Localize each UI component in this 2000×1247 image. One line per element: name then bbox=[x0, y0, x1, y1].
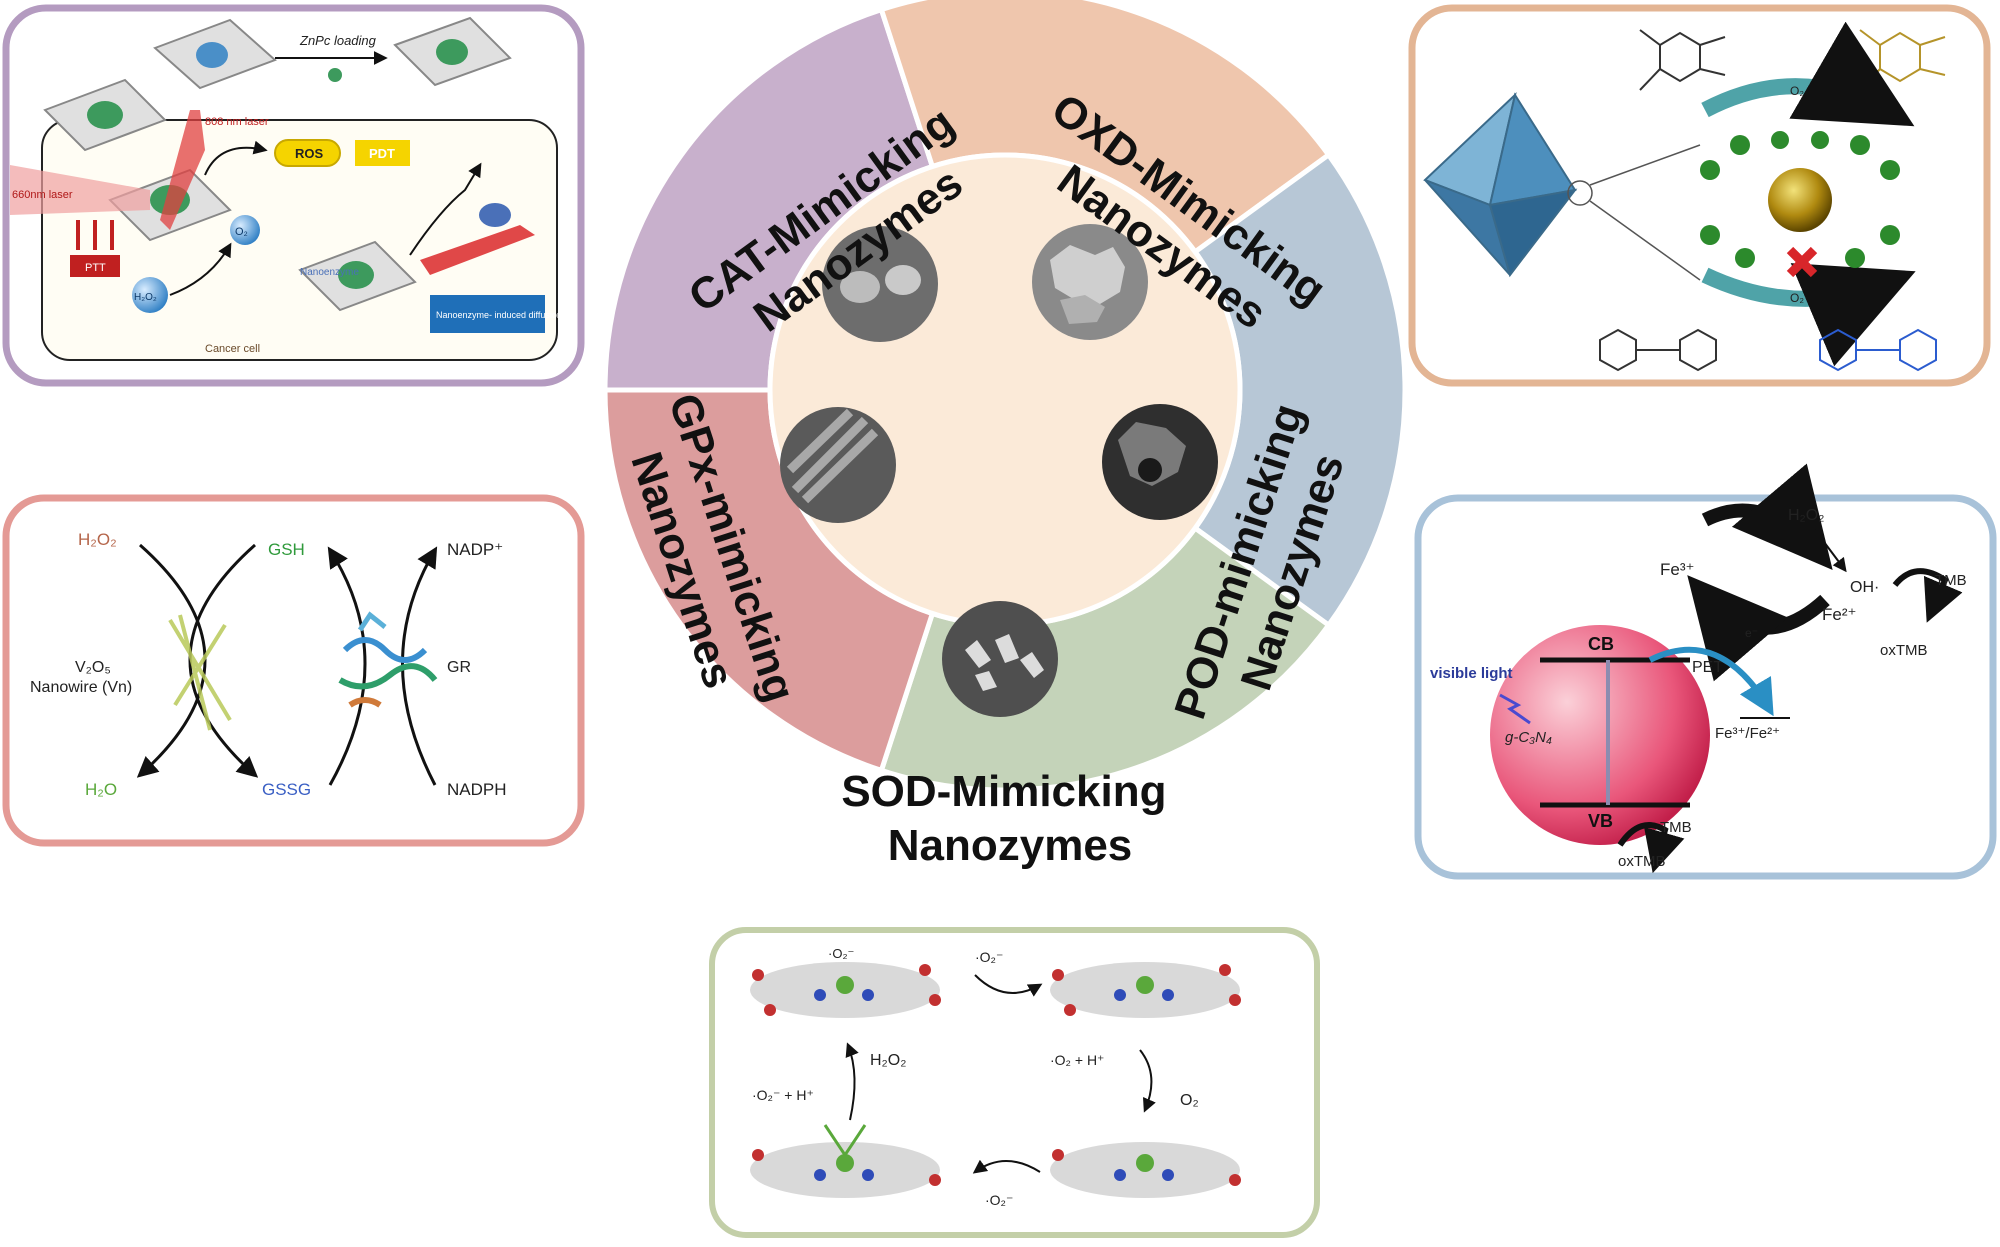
tmb-top-label: TMB bbox=[1935, 572, 1967, 589]
gsh-label: GSH bbox=[268, 540, 305, 559]
o2-top-label: O₂ bbox=[1790, 84, 1804, 98]
h2o2-label: H₂O₂ bbox=[134, 292, 157, 303]
light-bolt-icon bbox=[1499, 693, 1531, 725]
complex-top-right bbox=[1050, 962, 1241, 1018]
sod-panel: ·O₂⁻ ·O₂⁻ ·O₂ + H⁺ O₂ ·O₂⁻ bbox=[709, 927, 1320, 1238]
tmb-molecule-icon bbox=[1599, 328, 1717, 372]
ros-badge bbox=[274, 139, 341, 167]
vb-label: VB bbox=[1588, 811, 1613, 831]
pet-arrow bbox=[1648, 646, 1774, 717]
ros-label: ROS bbox=[295, 146, 324, 161]
fe3-label: Fe³⁺ bbox=[1660, 560, 1694, 579]
pod-panel: H₂O₂ Fe³⁺ Fe²⁺ OH· TMB oxTMB CB VB PET F… bbox=[1414, 463, 1997, 880]
tmb-bottom-label: TMB bbox=[1660, 819, 1692, 836]
sod-right-in: ·O₂ + H⁺ bbox=[1050, 1052, 1104, 1068]
nanoenzyme-label: Nanoenzyme bbox=[300, 267, 359, 278]
oh-label: OH· bbox=[1850, 579, 1879, 596]
gr-label: GR bbox=[447, 659, 471, 676]
sod-bottom-reagent: ·O₂⁻ bbox=[985, 1192, 1013, 1208]
gssg-label: GSSG bbox=[262, 780, 311, 799]
sem-image-1 bbox=[822, 226, 938, 342]
complex-bottom-right bbox=[1050, 1142, 1241, 1198]
pdt-label: PDT bbox=[369, 146, 395, 161]
fe-cycle-top-arrow bbox=[1701, 463, 1833, 570]
ptt-heater-label: PTT bbox=[85, 262, 106, 274]
nanowire-label: Nanowire (Vn) bbox=[30, 679, 132, 696]
v2o5-label: V₂O₅ bbox=[75, 659, 111, 676]
gcn-sphere-icon bbox=[1490, 625, 1710, 845]
h2o2-label: H₂O₂ bbox=[78, 530, 117, 549]
tmb-oxidation-arrow-bottom bbox=[1617, 822, 1685, 874]
sem-image-5 bbox=[942, 601, 1058, 717]
sod-top-arrow bbox=[974, 974, 1043, 997]
gold-nanoparticle-icon bbox=[1768, 168, 1832, 232]
laser-808-label: 808 nm laser bbox=[205, 116, 269, 128]
nanoenzyme-rocket-icon bbox=[420, 225, 535, 275]
sod-left-out: H₂O₂ bbox=[870, 1052, 906, 1069]
sod-bottom-arrow bbox=[972, 1159, 1041, 1174]
nanowire-icon bbox=[168, 614, 232, 731]
pet-label: PET bbox=[1692, 659, 1723, 676]
pdt-badge bbox=[355, 140, 410, 166]
sem-image-3 bbox=[780, 407, 896, 523]
ligand-cluster bbox=[1700, 131, 1900, 268]
oxd-panel: O₂ O₂ bbox=[1408, 4, 1991, 387]
zncp-loading-label: ZnPc loading bbox=[299, 33, 377, 48]
diffusion-label: Nanoenzyme- induced diffusion bbox=[436, 310, 562, 320]
blocked-x-icon bbox=[1786, 246, 1818, 278]
fe2-label: Fe²⁺ bbox=[1822, 605, 1856, 624]
gr-enzyme-icon bbox=[338, 611, 438, 708]
cb-label: CB bbox=[1588, 634, 1614, 654]
laser-660-label: 660nm laser bbox=[12, 189, 73, 201]
laser-808-beam bbox=[160, 110, 205, 230]
visible-light-label: visible light bbox=[1430, 665, 1513, 682]
nadph-to-nadp-arrow bbox=[401, 546, 438, 786]
sod-right-out: O₂ bbox=[1180, 1092, 1199, 1109]
nanozyme-wheel: CAT-Mimicking Nanozymes OXD-Mimicking Na… bbox=[602, 0, 1408, 870]
h2o2-sphere-icon bbox=[132, 277, 168, 313]
sod-top-reagent: ·O₂⁻ bbox=[975, 949, 1003, 965]
cancer-cell-label: Cancer cell bbox=[205, 343, 260, 355]
pod-h2o2-label: H₂O₂ bbox=[1788, 507, 1824, 524]
electron-label: e⁻ bbox=[1745, 626, 1758, 640]
cat-panel: ZnPc loading 808 nm laser 660nm laser PT… bbox=[2, 4, 585, 387]
nadp-label: NADP⁺ bbox=[447, 540, 503, 559]
sem-image-4 bbox=[1102, 404, 1218, 520]
sod-label: SOD-Mimicking Nanozymes bbox=[841, 767, 1178, 870]
oxtmb-top-label: oxTMB bbox=[1880, 642, 1928, 659]
laser-660-beam bbox=[10, 165, 150, 215]
oxtmb-molecule-icon bbox=[1819, 328, 1937, 372]
sod-left-arrow bbox=[845, 1042, 859, 1121]
ptt-heater-icon bbox=[70, 255, 120, 277]
reduction-arrow bbox=[1701, 263, 1916, 367]
sod-tl-label: ·O₂⁻ bbox=[828, 946, 854, 961]
diffusion-box bbox=[430, 295, 545, 333]
sod-right-arrow bbox=[1139, 1049, 1156, 1113]
complex-bottom-left bbox=[750, 1124, 941, 1198]
zncp-molecule-icon bbox=[328, 68, 342, 82]
o2-label: O₂ bbox=[235, 226, 248, 238]
sem-image-2 bbox=[1032, 224, 1148, 340]
fe-couple-label: Fe³⁺/Fe²⁺ bbox=[1715, 725, 1780, 742]
gpx-panel: H₂O₂ GSH NADP⁺ V₂O₅ Nanowire (Vn) GR H₂O… bbox=[2, 494, 585, 847]
h2o-label: H₂O bbox=[85, 780, 117, 799]
o2-sphere-icon bbox=[230, 215, 260, 245]
gssg-to-gsh-arrow bbox=[327, 546, 367, 786]
oxtmb-bottom-label: oxTMB bbox=[1618, 853, 1666, 870]
o2-bottom-label: O₂ bbox=[1790, 291, 1804, 305]
fe-cycle-bottom-arrow bbox=[1687, 575, 1830, 682]
sod-left-in: ·O₂⁻ + H⁺ bbox=[752, 1087, 814, 1103]
tmb-oxidation-arrow-top bbox=[1892, 568, 1963, 623]
nadph-label: NADPH bbox=[447, 780, 507, 799]
gcn-label: g-C₃N₄ bbox=[1505, 729, 1552, 746]
complex-top-left bbox=[750, 962, 941, 1018]
oxidation-arrow bbox=[1701, 21, 1915, 127]
